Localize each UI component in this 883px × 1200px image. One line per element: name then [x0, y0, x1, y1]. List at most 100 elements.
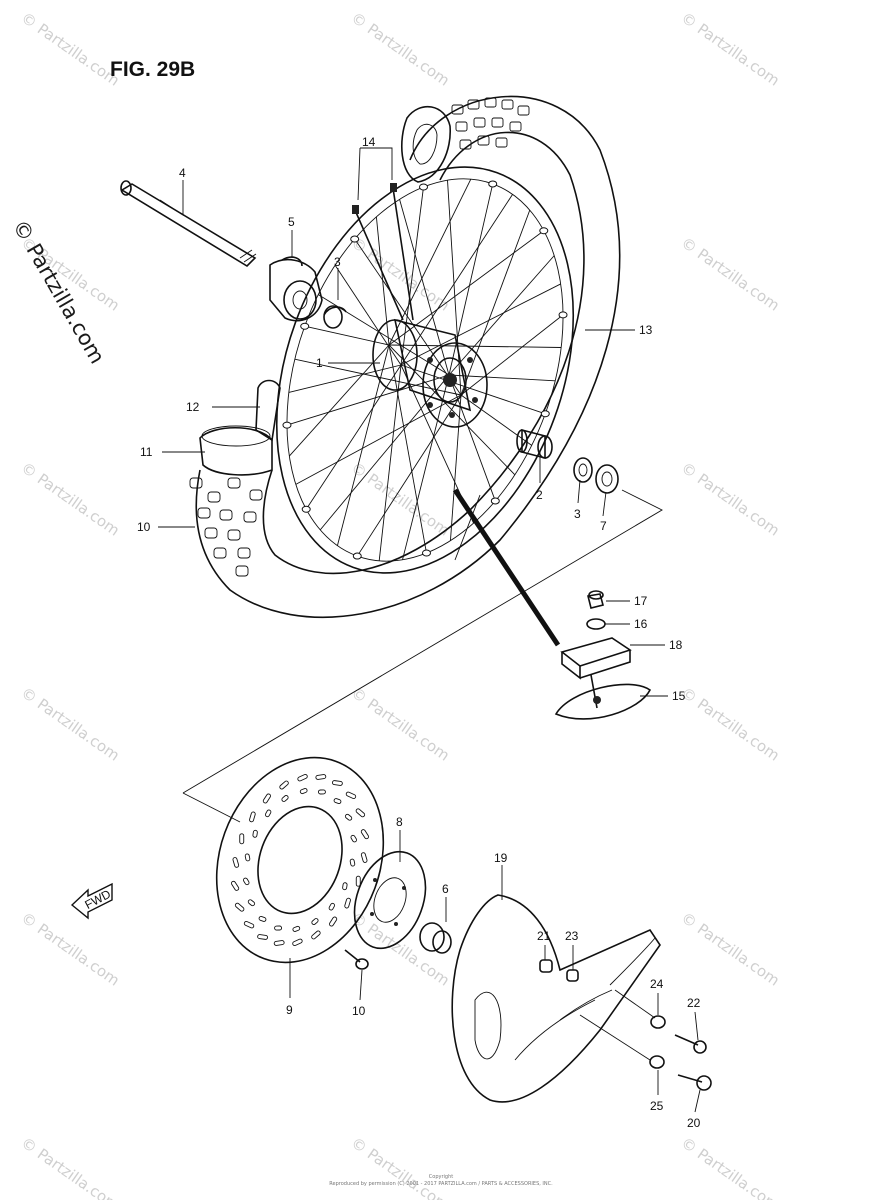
right-axle-parts	[516, 428, 619, 494]
disc-hole	[273, 940, 285, 946]
disc-hole	[360, 829, 369, 840]
spoke	[449, 394, 462, 541]
spoke	[460, 394, 532, 446]
watermark-tile: © Partzilla.com	[348, 459, 453, 540]
disc-hole	[292, 925, 301, 932]
disc-hole	[243, 921, 255, 929]
callout-21: 20	[687, 1116, 701, 1130]
callout-4: 4	[179, 166, 186, 180]
callout-26: 25	[650, 1099, 664, 1113]
spoke-nipple	[540, 410, 550, 418]
spoke	[400, 364, 546, 415]
disc-hole	[299, 788, 308, 795]
watermark-tile: © Partzilla.com	[678, 909, 783, 990]
tube-and-flap	[189, 379, 281, 577]
spoke-nipple	[301, 505, 311, 513]
watermark-tile: © Partzilla.com	[18, 684, 123, 765]
callout-22: 21	[537, 929, 551, 943]
spoke	[334, 264, 402, 366]
disc-hole	[317, 789, 326, 795]
spoke	[400, 186, 424, 366]
callout-18: 17	[634, 594, 648, 608]
callout-2: 2	[536, 488, 543, 502]
disc-hole	[311, 918, 319, 925]
watermark-tile: © Partzilla.com	[678, 459, 783, 540]
spoke	[354, 238, 462, 396]
spokes	[286, 178, 564, 561]
assembly-guide-lines	[182, 489, 663, 1061]
callout-leaders	[158, 147, 701, 1113]
spoke-nipple	[488, 180, 498, 188]
spoke-nipple	[539, 227, 549, 235]
disc-hole	[279, 780, 289, 790]
watermark-tile: © Partzilla.com	[678, 684, 783, 765]
rim-lock-assembly	[554, 590, 652, 720]
brake-disc	[215, 756, 385, 964]
spoke-nipple	[419, 183, 429, 191]
disc-hole	[249, 811, 256, 823]
callout-5: 5	[288, 215, 295, 229]
spoke-nipple	[352, 552, 362, 560]
spoke-nipple	[350, 235, 360, 243]
copyright-line-1: Copyright	[429, 1174, 453, 1180]
watermark-tile: © Partzilla.com	[348, 684, 453, 765]
disc-hole	[247, 899, 256, 907]
callout-16: 15	[672, 689, 686, 703]
disc-adapter	[353, 850, 427, 950]
watermark-tile: © Partzilla.com	[18, 909, 123, 990]
callout-17: 16	[634, 617, 648, 631]
spoke-nipple	[282, 421, 292, 429]
disc-hole	[234, 902, 245, 912]
callout-1: 1	[316, 356, 323, 370]
spoke	[288, 364, 402, 393]
disc-hole	[281, 795, 289, 802]
guard-hardware	[539, 959, 712, 1091]
watermark-tile: © Partzilla.com	[678, 9, 783, 90]
spoke	[356, 394, 462, 557]
disc-hole	[243, 877, 250, 886]
disc-spacer	[419, 922, 452, 954]
watermark-tile: © Partzilla.com	[678, 1134, 783, 1200]
disc-hole	[244, 853, 251, 862]
watermark-tile: © Partzilla.com	[678, 234, 783, 315]
callout-9: 9	[286, 1003, 293, 1017]
watermark-tile: © Partzilla.com	[18, 9, 123, 90]
disc-hole	[262, 793, 271, 804]
disc-hole	[350, 834, 357, 843]
disc-hole	[252, 829, 258, 838]
callout-19: 18	[669, 638, 683, 652]
disc-hole	[274, 925, 283, 931]
watermark-tile: © Partzilla.com	[348, 1134, 453, 1200]
spoke	[336, 344, 390, 546]
spoke	[447, 180, 462, 396]
figure-title: FIG. 29B	[110, 58, 195, 81]
copyright-line-2: Reproduced by permission (C) 2001 - 2017…	[329, 1181, 553, 1187]
disc-hole	[232, 857, 240, 868]
callout-numbers: 4 5 3 1 14 2 3 7 13 12 11 10 17 16 18 15…	[137, 135, 701, 1130]
spoke	[378, 364, 402, 561]
spoke	[460, 209, 531, 396]
spacer-left	[323, 305, 347, 329]
callout-10: 10	[352, 1004, 366, 1018]
callout-23: 22	[687, 996, 701, 1010]
rim	[275, 166, 575, 574]
disc-hole	[264, 809, 272, 818]
spoke	[388, 230, 545, 346]
callout-12: 11	[140, 445, 153, 459]
hub	[372, 318, 488, 428]
spoke-nipple	[558, 311, 568, 319]
disc-hole	[257, 934, 269, 940]
callout-3-left: 3	[334, 255, 341, 269]
disc-hole	[333, 798, 342, 804]
spoke	[400, 194, 513, 366]
tire	[195, 95, 621, 618]
disc-hole	[239, 833, 245, 845]
spoke	[319, 374, 450, 531]
watermark-tile: © Partzilla.com	[18, 459, 123, 540]
callout-7: 7	[600, 519, 607, 533]
disc-hole	[231, 880, 240, 891]
disc-hole	[355, 808, 366, 818]
disc-hole	[344, 897, 351, 909]
watermark-tile: © Partzilla.com	[348, 234, 453, 315]
